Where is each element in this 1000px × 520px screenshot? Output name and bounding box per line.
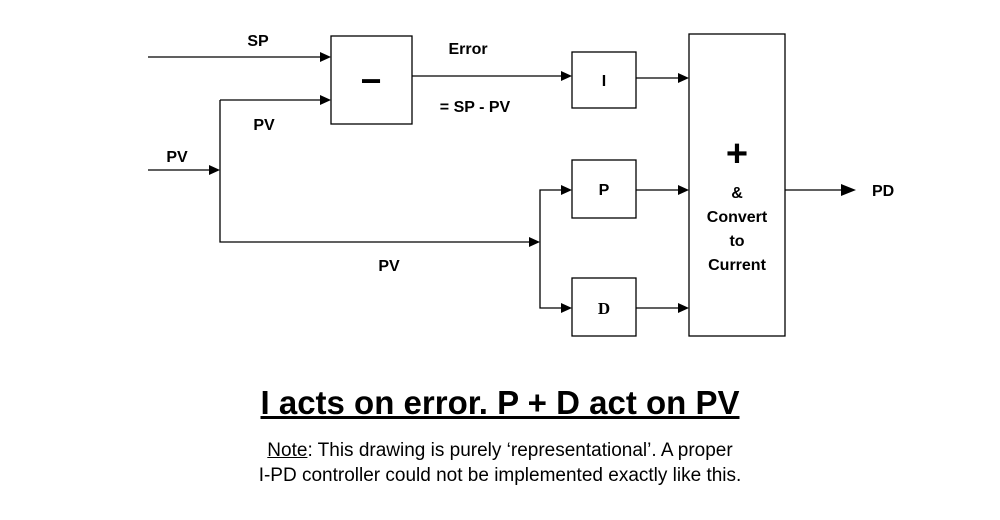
pv-lower-label: PV	[378, 258, 400, 275]
arrow-i-sum-icon	[678, 73, 689, 83]
proportional-block: P	[571, 159, 637, 219]
arrow-output-icon	[841, 184, 856, 196]
headline-caption: I acts on error. P + D act on PV	[260, 384, 740, 421]
pv-upper-label: PV	[253, 117, 275, 134]
arrow-sp-icon	[320, 52, 331, 62]
arrow-pv-in-icon	[209, 165, 220, 175]
note-line-2: I-PD controller could not be implemented…	[258, 465, 742, 486]
subtract-symbol: −	[360, 60, 381, 101]
ipd-block-diagram: − I P D + & Convert to Current SP PV PV …	[148, 33, 894, 337]
sum-text-line-1: &	[731, 185, 743, 202]
derivative-block: D	[571, 277, 637, 337]
derivative-label: D	[598, 299, 610, 318]
arrow-d-in-icon	[561, 303, 572, 313]
integral-label: I	[602, 73, 606, 90]
subtract-block: −	[330, 35, 413, 125]
note-caption: Note: This drawing is purely ‘representa…	[0, 438, 1000, 488]
pv-trunk-line	[219, 100, 532, 243]
pv-input-label: PV	[166, 149, 188, 166]
error-label: Error	[448, 41, 487, 58]
p-branch-line	[539, 189, 563, 242]
arrowheads	[209, 52, 856, 313]
sum-text-line-2: Convert	[707, 209, 768, 226]
sp-input-label: SP	[247, 33, 269, 50]
arrow-pv-junction-icon	[529, 237, 540, 247]
sum-convert-block: + & Convert to Current	[688, 33, 786, 337]
note-line-1: : This drawing is purely ‘representation…	[307, 440, 733, 461]
signal-lines	[148, 56, 843, 309]
arrow-d-sum-icon	[678, 303, 689, 313]
proportional-label: P	[599, 182, 610, 199]
note-label: Note	[267, 440, 308, 461]
arrow-error-icon	[561, 71, 572, 81]
error-formula: = SP - PV	[440, 99, 511, 116]
d-branch-line	[539, 242, 563, 309]
sum-text-line-4: Current	[708, 257, 766, 274]
integral-block: I	[571, 51, 637, 109]
sum-symbol: +	[726, 133, 748, 175]
arrow-p-in-icon	[561, 185, 572, 195]
arrow-p-sum-icon	[678, 185, 689, 195]
arrow-pv-subtract-icon	[320, 95, 331, 105]
output-label: PD	[872, 183, 894, 200]
sum-text-line-3: to	[729, 233, 744, 250]
